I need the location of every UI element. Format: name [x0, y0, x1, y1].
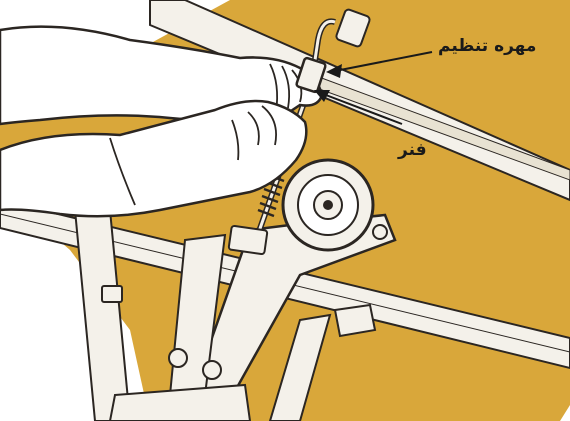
adjusting-nut-label: مهره تنظیم: [438, 36, 536, 56]
lower-clamp: [335, 305, 375, 336]
base-bolt-right: [203, 361, 221, 379]
spring-label: فنر: [398, 140, 427, 160]
bracket-block: [229, 226, 268, 255]
pulley-axle: [323, 200, 333, 210]
base-bolt-left: [169, 349, 187, 367]
lever-bolt: [373, 225, 387, 239]
post-nut: [102, 286, 122, 302]
